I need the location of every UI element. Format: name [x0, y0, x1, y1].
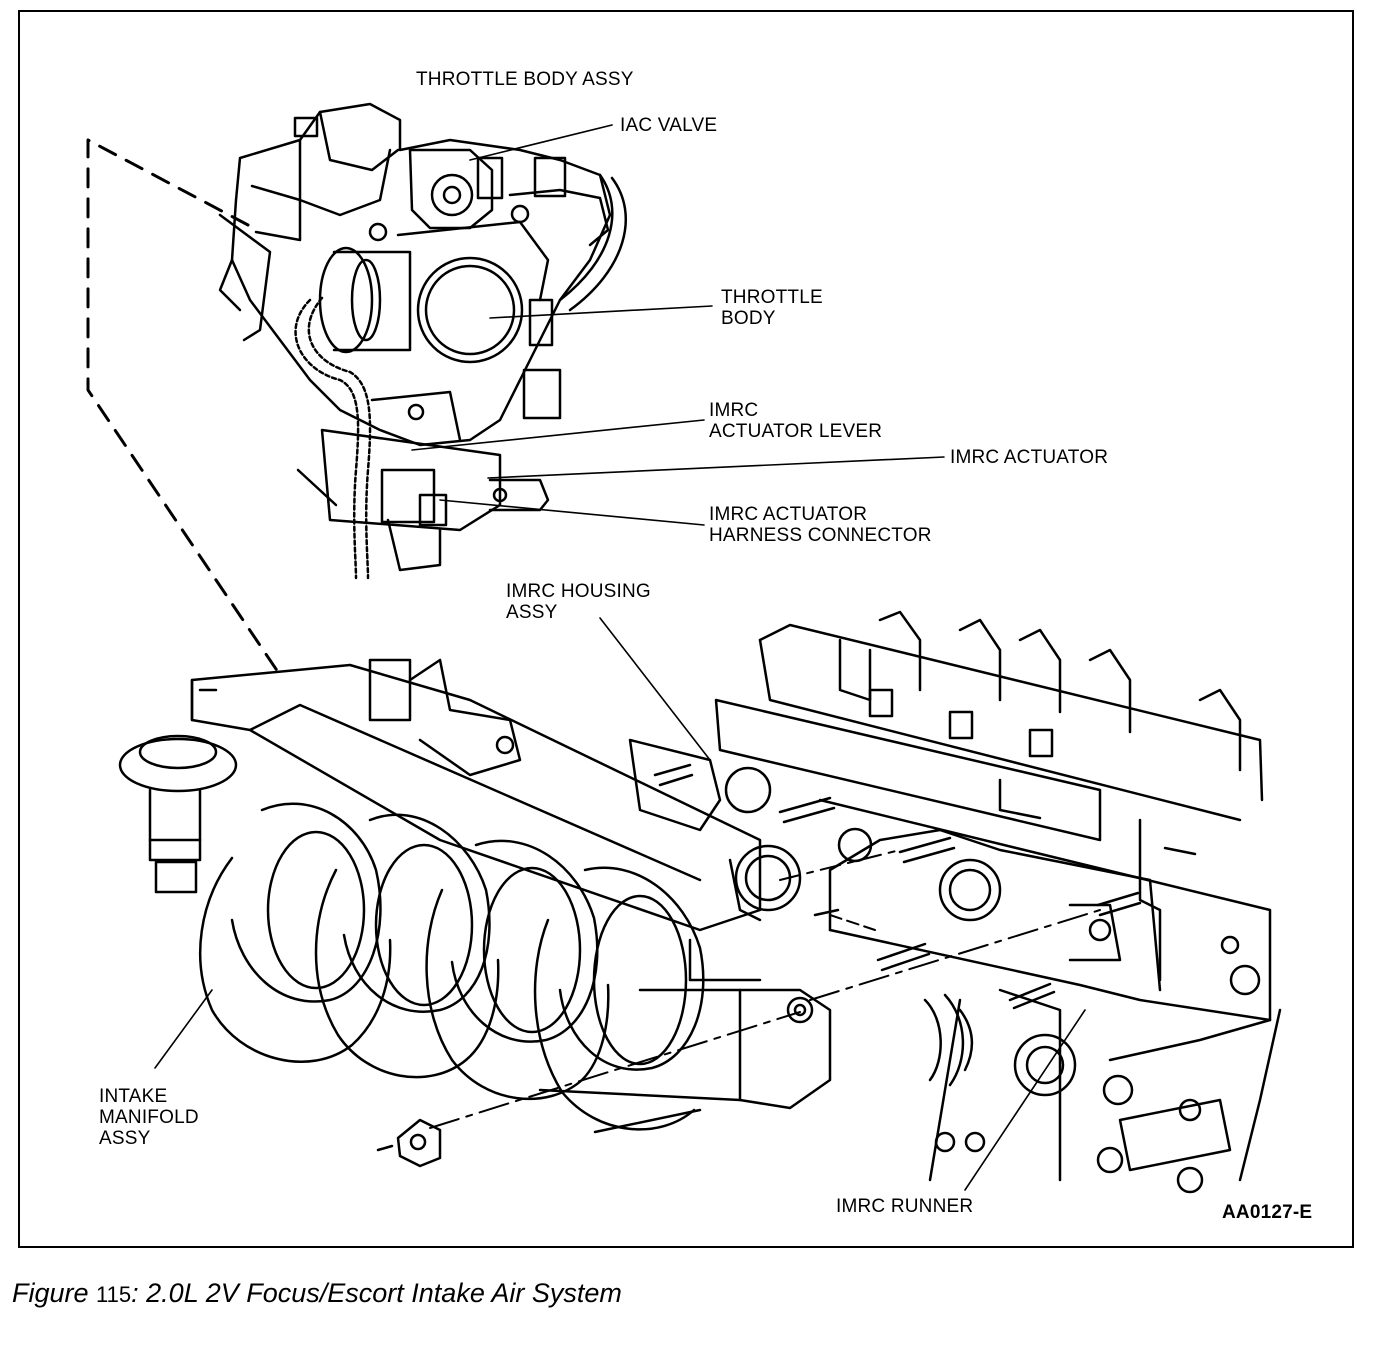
dashed-guide-line: [86, 138, 280, 674]
cylinder-head-drawing: [376, 610, 1282, 1194]
label-imrc-actuator: IMRC ACTUATOR: [950, 447, 1109, 468]
runner-3: [425, 839, 610, 1101]
label-imrc-actuator-lever: IMRC ACTUATOR LEVER: [709, 400, 883, 442]
figure-code: AA0127-E: [1222, 1202, 1313, 1223]
runner-1: [198, 802, 392, 1063]
intake-manifold-drawing: [118, 658, 832, 1168]
caption-title: 2.0L 2V Focus/Escort Intake Air System: [146, 1278, 622, 1308]
label-imrc-actuator-harness-connector: IMRC ACTUATOR HARNESS CONNECTOR: [709, 504, 932, 546]
label-throttle-body-assy: THROTTLE BODY ASSY: [416, 69, 634, 90]
leader-lines: [154, 124, 1086, 1191]
label-intake-manifold-assy: INTAKE MANIFOLD ASSY: [99, 1086, 199, 1149]
runner-2: [314, 813, 500, 1079]
caption-number: 115: [96, 1282, 132, 1307]
figure-caption: Figure 115: 2.0L 2V Focus/Escort Intake …: [12, 1278, 622, 1309]
figure-frame: [18, 10, 1354, 1248]
caption-prefix: Figure: [12, 1278, 89, 1308]
label-imrc-housing-assy: IMRC HOUSING ASSY: [506, 581, 651, 623]
label-iac-valve: IAC VALVE: [620, 115, 718, 136]
throttle-body-assembly-drawing: [218, 102, 627, 580]
label-imrc-runner: IMRC RUNNER: [836, 1196, 974, 1217]
label-throttle-body: THROTTLE BODY: [721, 287, 823, 329]
caption-separator: :: [131, 1278, 139, 1308]
